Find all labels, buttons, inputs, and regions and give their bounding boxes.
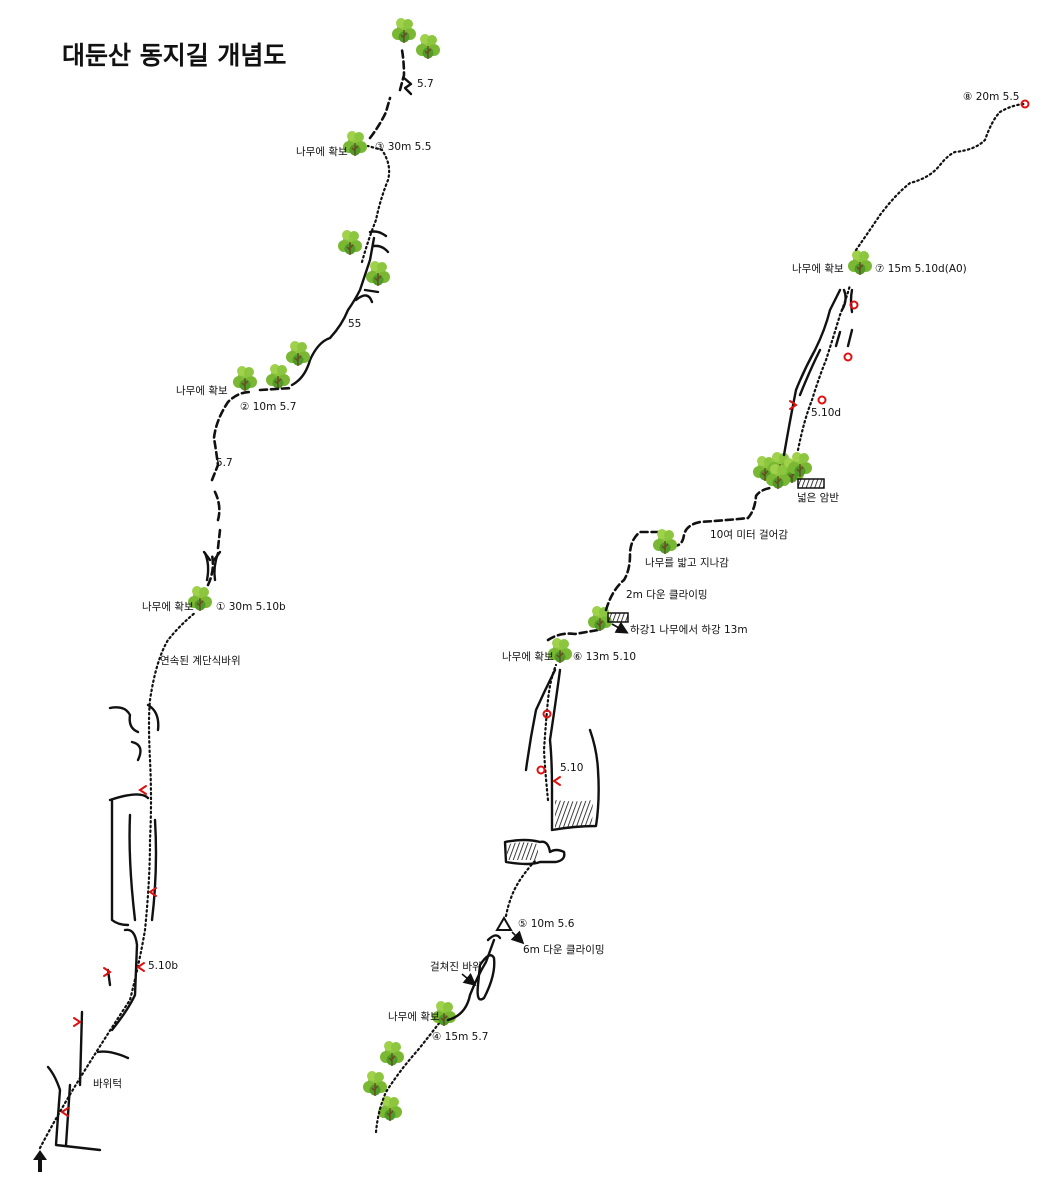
ledge-hatch-icon (797, 478, 825, 489)
pitch-5-crack (446, 938, 496, 1022)
tree-icon (415, 33, 441, 60)
tree-icon (391, 17, 417, 44)
label-step-on-tree: 나무를 밟고 지나감 (645, 557, 729, 569)
label-downclimb-6m: 6m 다운 클라이밍 (523, 944, 605, 956)
cam-icon (552, 776, 561, 786)
bolt-icon (536, 765, 546, 775)
tree-icon (232, 365, 258, 392)
bolt-icon (1020, 99, 1030, 109)
pitch-7-label: ⑦ 15m 5.10d(A0) (875, 263, 967, 275)
label-wide-slab: 넓은 암반 (797, 492, 839, 504)
anchor-pitch-3: 나무에 확보 (296, 145, 348, 158)
pitch-3-label: ③ 30m 5.5 (375, 141, 431, 153)
pitch-4-label: ④ 15m 5.7 (432, 1031, 488, 1043)
pitch-6-label: ⑥ 13m 5.10 (573, 651, 636, 663)
ledge-hatch-icon (607, 612, 629, 623)
pitch-8-label: ⑧ 20m 5.5 (963, 91, 1019, 103)
base-rock (46, 703, 160, 1152)
tree-icon (377, 1095, 403, 1122)
route-line-pitch-7 (796, 283, 852, 452)
tree-icon (337, 229, 363, 256)
grade-57-pitch-2: 5.7 (216, 457, 233, 469)
label-overlapping-rock: 걸쳐진 바위 (430, 960, 482, 973)
anchor-pitch-2: 나무에 확보 (176, 384, 228, 397)
belay-triangle-icon (495, 916, 513, 931)
cam-icon (60, 785, 157, 1117)
start-arrow-icon (33, 1150, 47, 1172)
label-stepped-rock: 연속된 계단식바위 (160, 654, 241, 667)
tree-icon (787, 451, 813, 478)
route-line-pitch-1 (38, 610, 198, 1150)
route-line-pitch-2 (206, 390, 252, 587)
anchor-pitch-1: 나무에 확보 (142, 600, 194, 613)
bolt-icon (542, 709, 552, 719)
tree-icon (285, 340, 311, 367)
anchor-pitch-6: 나무에 확보 (502, 650, 554, 663)
bolt-icon (849, 300, 859, 310)
bolt-icon (843, 352, 853, 362)
grade-55: 55 (348, 318, 361, 330)
label-ledge-base: 바위턱 (93, 1077, 122, 1090)
label-walk-10m: 10여 미터 걸어감 (710, 528, 788, 541)
cam-icon (789, 400, 798, 410)
pitch-3-crack (290, 236, 376, 387)
diagram-title: 대둔산 동지길 개념도 (62, 41, 286, 70)
route-line-pitch-6-approach (504, 858, 538, 918)
route-line-pitch-6 (542, 663, 558, 802)
tree-icon (265, 363, 291, 390)
pitch-1-label: ① 30m 5.10b (216, 601, 286, 613)
label-rappel: 하강1 나무에서 하강 13m (630, 623, 748, 636)
anchor-pitch-4: 나무에 확보 (388, 1010, 440, 1023)
route-line-exit-left (368, 48, 406, 140)
bolt-icon (817, 395, 827, 405)
tree-icon (847, 249, 873, 276)
pitch-2-label: ② 10m 5.7 (240, 401, 296, 413)
pitch-7-crack (782, 288, 842, 457)
route-line-pitch-8 (854, 102, 1026, 252)
pitch-5-label: ⑤ 10m 5.6 (518, 918, 575, 930)
pillar-rock (548, 668, 600, 832)
anchor-pitch-7: 나무에 확보 (792, 262, 844, 275)
grade-57-top: 5.7 (417, 78, 434, 90)
route-line-pitch-3-dot (360, 144, 391, 264)
route-line-pitch-3-dash (258, 386, 294, 392)
grade-510d: 5.10d (811, 407, 841, 419)
tree-icon (379, 1040, 405, 1067)
grade-510b: 5.10b (148, 960, 178, 972)
route-line-walk (604, 486, 772, 612)
block-rock (503, 838, 566, 866)
grade-510: 5.10 (560, 762, 583, 774)
rappel-arrow-icon (611, 621, 629, 634)
tree-icon (362, 1070, 388, 1097)
route-line-pitch-4-approach (374, 1020, 442, 1134)
downclimb-arrow-icon (510, 930, 525, 945)
route-line-to-rappel (546, 628, 600, 642)
label-downclimb-2m: 2m 다운 클라이밍 (626, 589, 708, 601)
